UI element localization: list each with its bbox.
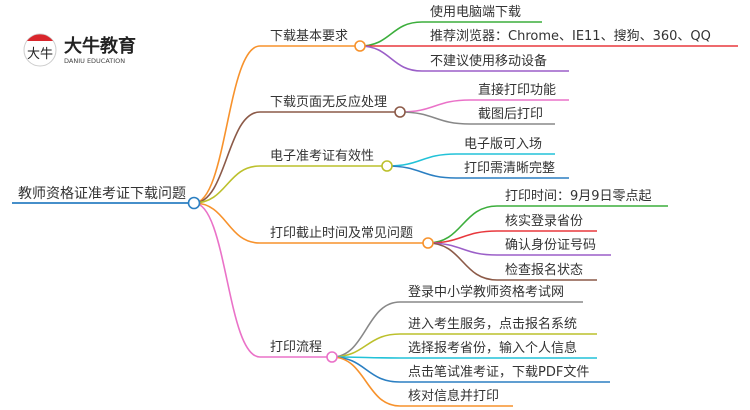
leaf-edge bbox=[399, 111, 555, 125]
leaf-topic[interactable]: 不建议使用移动设备 bbox=[430, 53, 547, 69]
branch-edge bbox=[193, 111, 395, 204]
leaf-edge bbox=[427, 205, 668, 244]
leaf-edge bbox=[386, 165, 569, 179]
branch-edge bbox=[193, 202, 327, 358]
branch-edge bbox=[193, 165, 382, 204]
leaf-topic[interactable]: 截图后打印 bbox=[478, 107, 543, 122]
branch-topic[interactable]: 电子准考证有效性 bbox=[270, 149, 374, 164]
leaf-topic[interactable]: 核对信息并打印 bbox=[408, 388, 499, 404]
leaf-edge bbox=[386, 153, 555, 167]
leaf-topic[interactable]: 选择报考省份，输入个人信息 bbox=[408, 340, 577, 356]
leaf-edge bbox=[331, 333, 597, 358]
leaf-edge bbox=[331, 301, 583, 358]
leaf-topic[interactable]: 电子版可入场 bbox=[464, 137, 542, 152]
collapse-toggle[interactable] bbox=[326, 351, 338, 363]
leaf-edge bbox=[359, 45, 569, 72]
root-collapse-toggle[interactable] bbox=[187, 196, 201, 210]
leaf-topic[interactable]: 打印需清晰完整 bbox=[464, 161, 555, 176]
leaf-topic[interactable]: 核实登录省份 bbox=[505, 214, 583, 229]
collapse-toggle[interactable] bbox=[381, 160, 393, 172]
leaf-edge bbox=[427, 230, 597, 244]
logo-subtitle: DANIU EDUCATION bbox=[64, 57, 125, 65]
collapse-toggle[interactable] bbox=[394, 106, 406, 118]
leaf-topic[interactable]: 直接打印功能 bbox=[478, 82, 556, 98]
leaf-edge bbox=[399, 99, 569, 113]
leaf-topic[interactable]: 点击笔试准考证，下载PDF文件 bbox=[408, 364, 589, 380]
leaf-topic[interactable]: 使用电脑端下载 bbox=[430, 4, 521, 20]
logo-badge bbox=[23, 33, 57, 67]
logo-name: 大牛教育 bbox=[64, 35, 136, 57]
collapse-toggle[interactable] bbox=[354, 40, 366, 52]
logo: 大牛 大牛教育 DANIU EDUCATION bbox=[23, 33, 136, 67]
leaf-edge bbox=[427, 242, 597, 281]
branch-topic[interactable]: 打印流程 bbox=[270, 340, 322, 355]
branch-edge bbox=[193, 202, 423, 244]
leaf-topic[interactable]: 推荐浏览器：Chrome、IE11、搜狗、360、QQ bbox=[430, 28, 711, 44]
leaf-edge bbox=[331, 356, 597, 359]
leaf-edge bbox=[331, 356, 513, 407]
collapse-toggle[interactable] bbox=[422, 237, 434, 249]
logo-red-arc bbox=[27, 34, 53, 41]
branch-topic[interactable]: 打印截止时间及常见问题 bbox=[270, 226, 413, 241]
leaf-topic[interactable]: 确认身份证号码 bbox=[505, 237, 596, 253]
leaf-edge bbox=[427, 242, 611, 256]
leaf-topic[interactable]: 登录中小学教师资格考试网 bbox=[408, 284, 564, 300]
leaf-topic[interactable]: 进入考生服务，点击报名系统 bbox=[408, 316, 577, 332]
branch-topic[interactable]: 下载基本要求 bbox=[270, 29, 348, 44]
leaf-topic[interactable]: 检查报名状态 bbox=[505, 262, 583, 278]
root-topic[interactable]: 教师资格证准考证下载问题 bbox=[18, 186, 186, 202]
logo-mark: 大牛 bbox=[27, 47, 53, 62]
leaf-topic[interactable]: 打印时间：9月9日零点起 bbox=[505, 189, 652, 204]
branch-edge bbox=[193, 45, 355, 204]
leaf-edge bbox=[359, 21, 542, 47]
branch-topic[interactable]: 下载页面无反应处理 bbox=[270, 94, 387, 110]
